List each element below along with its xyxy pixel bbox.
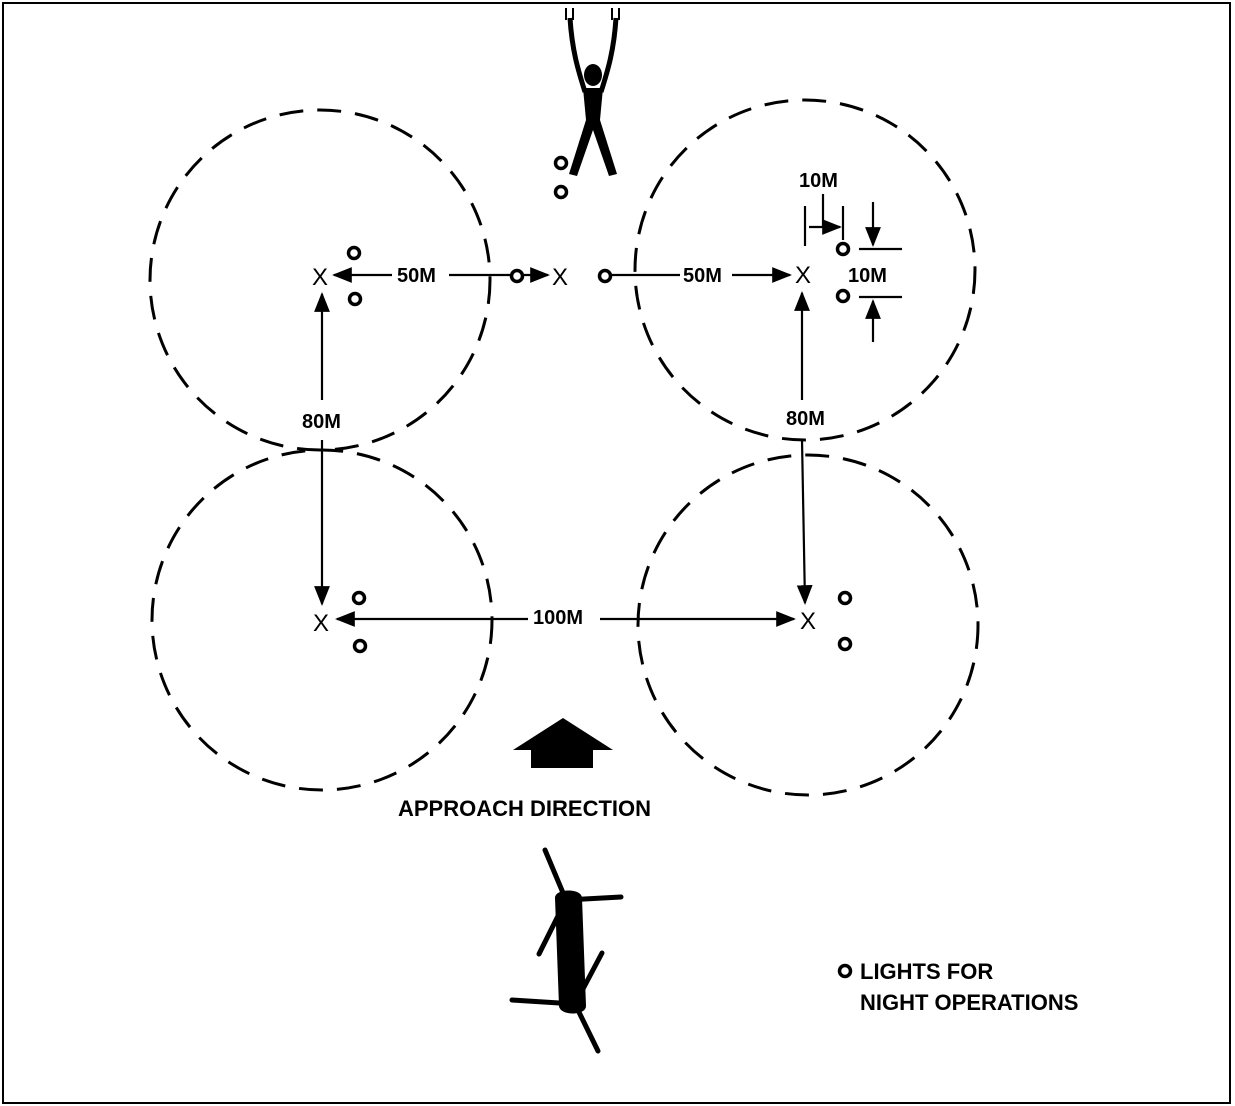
light-marker: [351, 590, 367, 606]
distance-label-bottom: 100M: [533, 607, 583, 629]
approach-arrow-icon: [513, 718, 613, 768]
distance-label-left-vertical: 80M: [302, 411, 341, 433]
distance-label-top-right: 50M: [683, 265, 722, 287]
light-marker: [346, 245, 362, 261]
light-marker: [553, 184, 569, 200]
legend-line-2: NIGHT OPERATIONS: [860, 990, 1078, 1015]
light-marker: [553, 155, 569, 171]
distance-label-right-vertical: 80M: [786, 408, 825, 430]
touchdown-point-bottom-left: X: [313, 610, 329, 637]
landing-circles: [148, 98, 980, 797]
distance-label-light-spacing-horizontal: 10M: [799, 170, 838, 192]
signalman-icon: [565, 8, 620, 176]
light-marker: [837, 636, 853, 652]
light-marker: [352, 638, 368, 654]
light-marker: [837, 590, 853, 606]
legend-light-marker: [837, 963, 853, 979]
dimension-lines: [314, 194, 902, 627]
light-marker: [347, 291, 363, 307]
light-marker: [835, 288, 851, 304]
light-marker: [835, 241, 851, 257]
legend-line-1: LIGHTS FOR: [860, 959, 993, 984]
distance-label-light-spacing-vertical: 10M: [848, 265, 887, 287]
touchdown-point-top-left: X: [312, 264, 328, 291]
landing-circle-top-right: [633, 98, 977, 442]
touchdown-point-bottom-right: X: [800, 608, 816, 635]
touchdown-point-top-right: X: [795, 262, 811, 289]
distance-label-top-left: 50M: [397, 265, 436, 287]
dimension-arrow: [796, 439, 813, 605]
light-marker: [597, 268, 613, 284]
landing-circle-bottom-right: [636, 453, 980, 797]
night-lights: [346, 155, 853, 979]
light-marker: [509, 268, 525, 284]
helicopter-icon: [509, 847, 624, 1054]
touchdown-point-center: X: [552, 264, 568, 291]
approach-direction-label: APPROACH DIRECTION: [398, 796, 651, 821]
